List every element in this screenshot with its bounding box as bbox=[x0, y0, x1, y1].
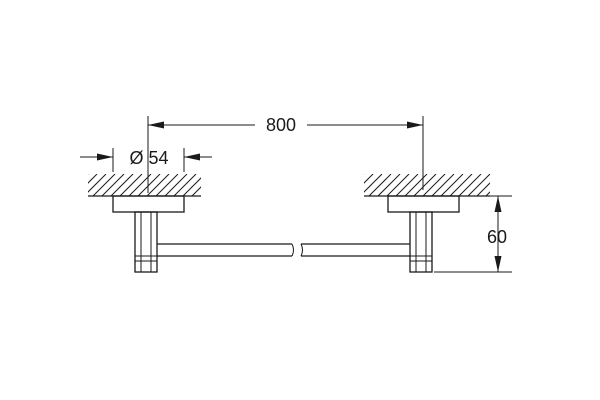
hatch-line bbox=[101, 174, 125, 196]
diameter-dimension-label: Ø 54 bbox=[129, 148, 168, 168]
diameter-dimension: Ø 54 bbox=[80, 148, 212, 172]
hatch-line bbox=[404, 174, 428, 196]
hatch-line bbox=[219, 174, 241, 196]
length-arrow-left bbox=[148, 121, 164, 129]
hatch-line bbox=[368, 174, 392, 196]
hatch-line bbox=[395, 174, 419, 196]
hatch-line bbox=[431, 174, 455, 196]
hatch-line bbox=[88, 174, 98, 184]
hatch-line bbox=[88, 174, 89, 175]
hatch-line bbox=[422, 174, 446, 196]
hatch-line bbox=[476, 182, 490, 196]
hatch-line bbox=[173, 174, 197, 196]
diameter-arrow-left bbox=[97, 153, 113, 161]
hatch-line bbox=[364, 174, 365, 175]
hatch-line bbox=[164, 174, 188, 196]
hatch-line bbox=[413, 174, 437, 196]
right-wall-hatching bbox=[364, 174, 526, 196]
hatch-line bbox=[155, 174, 179, 196]
right-bracket bbox=[387, 195, 460, 273]
left-wall-hatching bbox=[88, 174, 241, 196]
right-support-post bbox=[409, 211, 433, 273]
hatch-line bbox=[440, 174, 464, 196]
hatch-line bbox=[146, 174, 170, 196]
hatch-line bbox=[200, 195, 201, 196]
left-support-post bbox=[134, 211, 158, 273]
hatch-line bbox=[485, 191, 490, 196]
length-arrow-right bbox=[407, 121, 423, 129]
hatch-line bbox=[128, 174, 152, 196]
length-dimension-label: 800 bbox=[266, 115, 296, 135]
hatch-line bbox=[191, 186, 201, 196]
hatch-line bbox=[495, 174, 517, 196]
hatch-line bbox=[137, 174, 161, 196]
hatch-line bbox=[449, 174, 473, 196]
hatch-line bbox=[119, 174, 143, 196]
projection-arrow-bottom bbox=[494, 256, 502, 272]
hatch-line bbox=[88, 174, 107, 193]
hatch-line bbox=[92, 174, 116, 196]
diameter-arrow-right bbox=[184, 153, 200, 161]
hatch-line bbox=[467, 174, 490, 196]
hatch-line bbox=[458, 174, 482, 196]
left-mounting-flange bbox=[112, 195, 185, 213]
hatch-line bbox=[364, 174, 374, 184]
hatch-line bbox=[182, 177, 201, 196]
right-mounting-flange bbox=[387, 195, 460, 213]
projection-dimension: 60 bbox=[434, 195, 512, 273]
projection-arrow-top bbox=[494, 196, 502, 212]
length-dimension: 800 bbox=[147, 115, 424, 193]
hatch-line bbox=[110, 174, 134, 196]
hatch-line bbox=[210, 174, 232, 196]
hatch-line bbox=[364, 174, 383, 193]
hatch-line bbox=[504, 174, 526, 196]
left-bracket bbox=[112, 195, 185, 273]
projection-dimension-label: 60 bbox=[487, 227, 507, 247]
hatch-line bbox=[377, 174, 401, 196]
hatch-line bbox=[386, 174, 410, 196]
towel-bar-rod bbox=[157, 243, 410, 257]
